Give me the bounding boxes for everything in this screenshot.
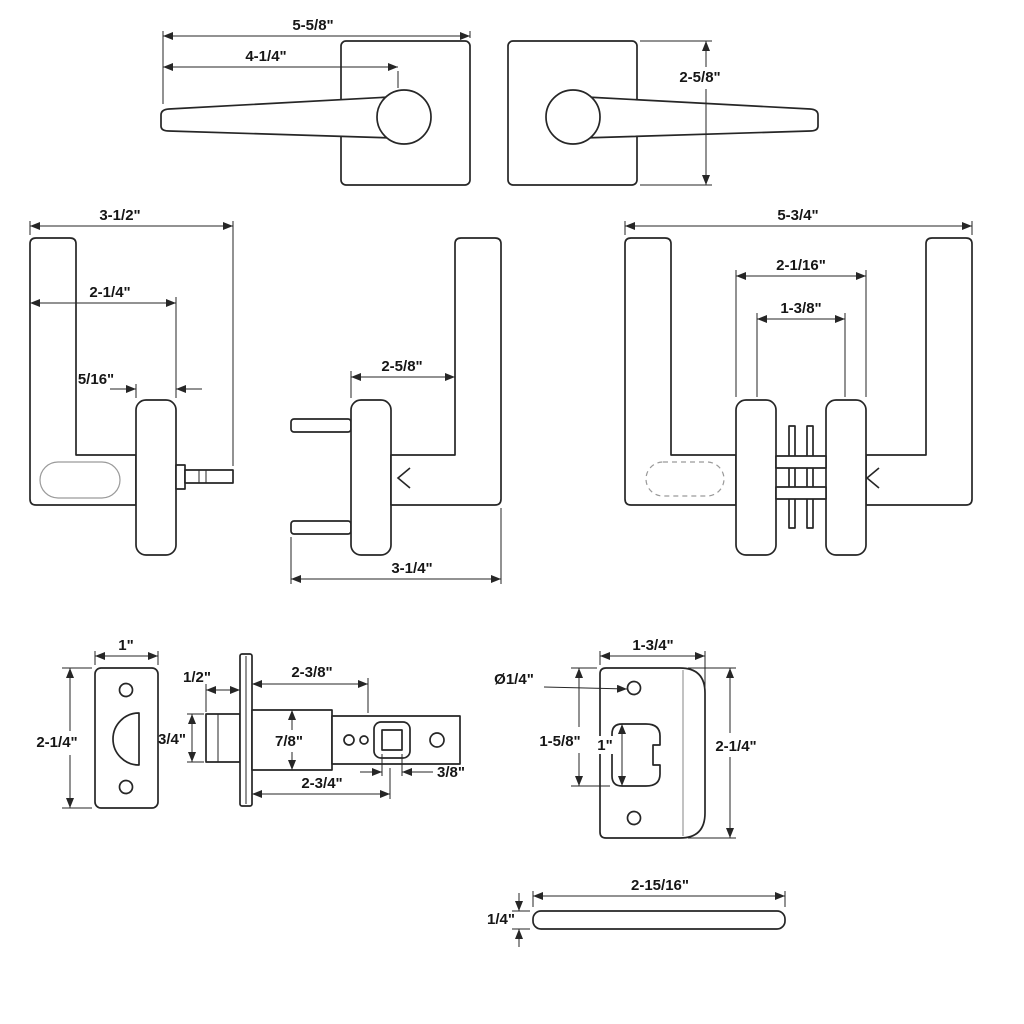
dim-label-spindle-hole: 3/8" [437, 764, 465, 781]
dim-overall-depth: 3-1/2" [29, 207, 234, 466]
dim-label-projection: 2-5/8" [381, 358, 422, 375]
latch-bolt-cutout [112, 712, 140, 766]
lever-arm-hidden-contour [645, 461, 725, 497]
figure-lever-assembly: 5-3/4" 2-1/16" 1-3/8" [624, 207, 973, 556]
dim-label-strike-height: 2-1/4" [715, 738, 756, 755]
dim-rosette-outer-span: 2-1/16" [735, 257, 867, 397]
spindle-bar-outline [532, 910, 786, 930]
spindle-collar [175, 464, 186, 490]
dim-opening-height: 1" [593, 724, 626, 786]
dim-label-overall-projection: 3-1/4" [391, 560, 432, 577]
dim-overall-projection: 3-1/4" [290, 508, 502, 584]
dim-case-length: 2-3/8" [252, 664, 369, 713]
dim-bar-length: 2-15/16" [532, 877, 786, 907]
dim-lever-length: 4-1/4" [163, 48, 399, 88]
dim-opening-offset: 1-5/8" [539, 667, 610, 787]
dim-label-bolt-throw: 1/2" [183, 669, 211, 686]
dim-label-opening-height: 1" [597, 737, 612, 754]
dim-label-overall-width: 5-5/8" [292, 17, 333, 34]
dim-bolt-throw: 1/2" [183, 669, 240, 712]
dim-lever-depth: 2-1/4" [30, 284, 177, 397]
rosette-side [135, 399, 177, 556]
figure-lever-side-exterior: 3-1/2" 2-1/4" 5/16" [29, 207, 234, 556]
screw-hole-top [626, 680, 642, 696]
screw-hole-top [118, 682, 134, 698]
dim-case-height: 7/8" [275, 710, 303, 770]
dim-label-overall-depth: 3-1/2" [99, 207, 140, 224]
dim-label-backset: 2-3/4" [301, 775, 342, 792]
lever-hub [376, 89, 432, 145]
mounting-post-top [290, 418, 352, 433]
screw-hole-bottom [118, 779, 134, 795]
dim-label-rosette-center-span: 1-3/8" [780, 300, 821, 317]
dim-bolt-height: 3/4" [158, 713, 204, 763]
latch-bolt [205, 713, 241, 763]
dim-label-lever-length: 4-1/4" [245, 48, 286, 65]
dim-label-bolt-height: 3/4" [158, 731, 186, 748]
rosette-side [350, 399, 392, 556]
dim-label-case-height: 7/8" [275, 733, 303, 750]
dim-spindle-hole: 3/8" [360, 754, 465, 781]
rosette-left [735, 399, 777, 556]
dim-label-faceplate-width: 1" [118, 637, 133, 654]
lever-hub [545, 89, 601, 145]
screw-hole-bottom [626, 810, 642, 826]
figure-strike-plate: Ø1/4" 1-3/4" 2-1/4" 1-5/8" 1" [494, 637, 757, 839]
dim-label-opening-offset: 1-5/8" [539, 733, 580, 750]
dim-strike-width: 1-3/4" [599, 637, 706, 690]
dim-label-rosette-height: 2-5/8" [679, 69, 720, 86]
handing-arrow-icon [865, 467, 880, 489]
through-bolt-top [788, 425, 796, 529]
figure-lever-front-right: 2-5/8" [507, 40, 819, 186]
lever-bar [581, 96, 819, 139]
spindle-rail-bottom [775, 486, 827, 500]
strike-opening [611, 723, 661, 787]
spindle-rail-top [775, 455, 827, 469]
dim-label-case-length: 2-3/8" [291, 664, 332, 681]
dim-projection: 2-5/8" [350, 358, 455, 398]
mounting-post-bottom [290, 520, 352, 535]
spindle-square-hole [381, 729, 403, 751]
pin-hole-2 [359, 735, 369, 745]
figure-lever-side-interior: 2-5/8" 3-1/4" [290, 237, 502, 584]
dim-overall-width: 5-5/8" [162, 17, 471, 104]
dim-faceplate-width: 1" [94, 637, 159, 665]
through-bolt-bottom [806, 425, 814, 529]
dim-label-rosette-outer-span: 2-1/16" [776, 257, 826, 274]
pin-hole-1 [343, 734, 355, 746]
figure-latch-body: 1/2" 2-3/8" 3/4" 7/8" 3/8" [158, 653, 465, 807]
dim-label-lever-depth: 2-1/4" [89, 284, 130, 301]
figure-lever-front-left: 5-5/8" 4-1/4" [160, 17, 471, 186]
dim-bar-thickness: 1/4" [487, 893, 530, 947]
dim-strike-height: 2-1/4" [688, 667, 757, 839]
mount-hole [429, 732, 445, 748]
handing-arrow-icon [396, 467, 411, 489]
dim-label-hole-diameter: Ø1/4" [494, 671, 534, 688]
figure-spindle-bar: 2-15/16" 1/4" [487, 877, 786, 947]
lever-arm-contour [39, 461, 121, 499]
lever-left-outline [624, 237, 737, 506]
dim-label-bar-length: 2-15/16" [631, 877, 689, 894]
figure-latch-faceplate: 1" 2-1/4" [36, 637, 159, 809]
rosette-right [825, 399, 867, 556]
lever-bar [160, 96, 395, 139]
dim-rosette-thickness: 5/16" [78, 371, 202, 398]
dim-faceplate-height: 2-1/4" [36, 667, 92, 809]
dim-label-overall-width: 5-3/4" [777, 207, 818, 224]
dim-label-strike-width: 1-3/4" [632, 637, 673, 654]
dim-hole-diameter: Ø1/4" [494, 671, 628, 693]
dim-rosette-height: 2-5/8" [640, 40, 721, 186]
dim-label-bar-thickness: 1/4" [487, 911, 515, 928]
dim-backset: 2-3/4" [252, 768, 391, 799]
lever-side-outline [390, 237, 502, 506]
lever-right-outline [865, 237, 973, 506]
dim-overall-width: 5-3/4" [624, 207, 973, 235]
dim-label-rosette-thickness: 5/16" [78, 371, 114, 388]
dim-rosette-center-span: 1-3/8" [756, 300, 846, 397]
dim-label-faceplate-height: 2-1/4" [36, 734, 77, 751]
spindle [184, 469, 234, 484]
